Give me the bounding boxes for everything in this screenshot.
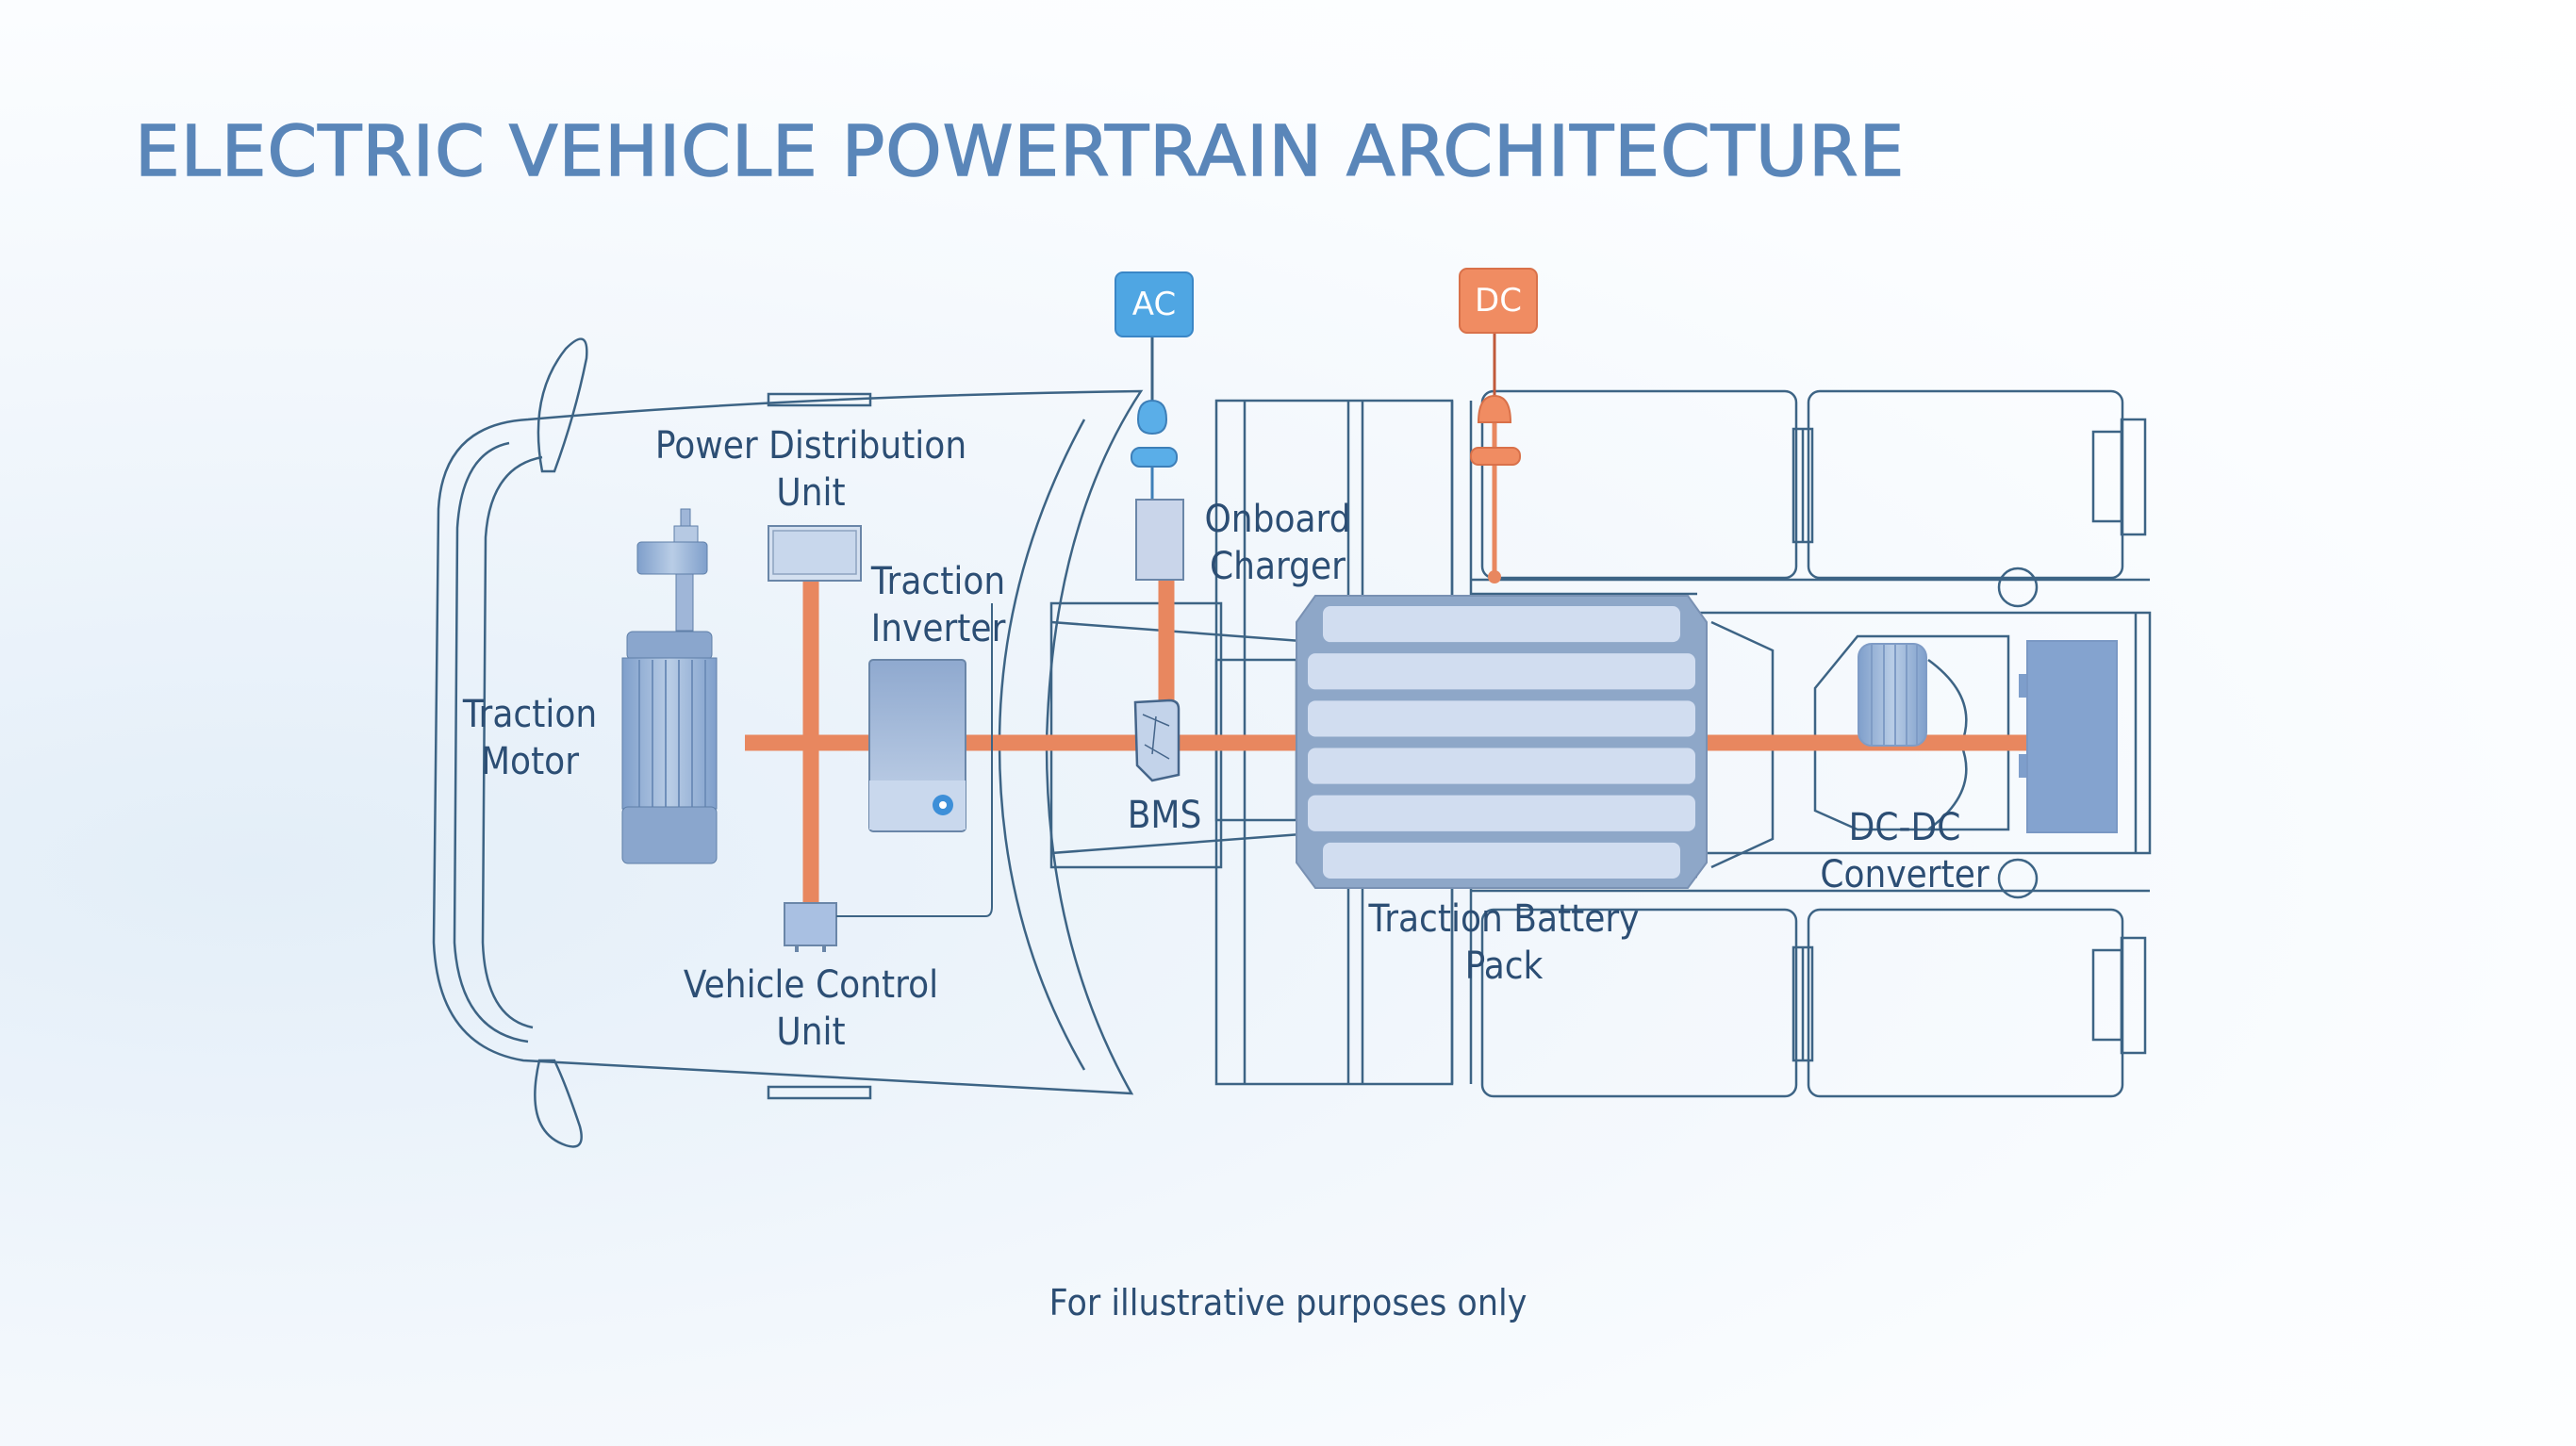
rear-drive-unit-icon [2019,640,2118,833]
traction-battery-pack-icon [1296,595,1708,889]
dc-charging-port-badge: DC [1459,268,1538,334]
battery-cell-module [1308,795,1695,831]
diagram-title: ELECTRIC VEHICLE POWERTRAIN ARCHITECTURE [134,110,1906,193]
bms-icon [1133,698,1181,782]
label-vehicle-control-unit: Vehicle Control Unit [683,963,939,1054]
left-mirror-icon [537,337,588,473]
label-dc-dc-converter: DC-DC Converter [1820,806,1990,896]
battery-cell-module [1323,606,1680,643]
traction-inverter-icon [868,659,966,832]
battery-cell-module [1308,700,1695,737]
onboard-charger-icon [1135,499,1184,581]
dc-label: DC [1475,282,1522,320]
right-mirror-icon [534,1059,583,1148]
dc-dc-converter-icon [1858,643,1927,747]
label-traction-motor: Traction Motor [462,693,598,783]
label-power-distribution-unit: Power Distribution Unit [654,424,967,515]
ac-label: AC [1131,286,1177,323]
battery-cell-module [1308,653,1695,690]
label-onboard-charger: Onboard Charger [1204,498,1351,588]
traction-motor-icon [621,508,718,864]
vehicle-control-unit-icon [784,603,993,952]
battery-cell-module [1308,748,1695,784]
ac-charging-port-badge: AC [1115,271,1194,337]
label-bms: BMS [1127,794,1202,837]
label-traction-inverter: Traction Inverter [870,560,1006,650]
dc-inlet-connector-icon [1470,394,1521,466]
battery-cell-module [1323,842,1680,879]
ac-inlet-connector-icon [1131,399,1178,500]
label-traction-battery-pack: Traction Battery Pack [1368,897,1640,988]
power-distribution-unit-icon [768,525,862,582]
disclaimer-footer: For illustrative purposes only [1049,1282,1527,1323]
